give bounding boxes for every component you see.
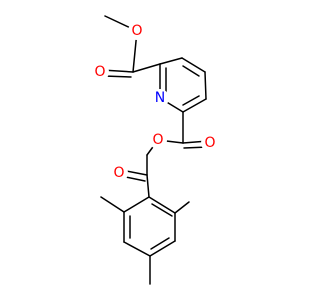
bond-ring-c5-c6-inner [182,95,200,106]
bond-ring-c4-c5 [204,71,207,100]
bond-ring-c2-c3 [159,57,183,65]
atom-o-methoxy: O [128,22,146,40]
bond-carbonyl1-ring [132,63,161,73]
bond-ring-c3-c4 [181,57,206,73]
atom-o-ester2-ether: O [149,131,167,149]
structure-svg: O O N O O O [91,15,219,285]
bond-ring-c3-c4-inner [182,65,200,77]
atom-labels: O O N O O O [91,22,219,182]
atom-o-ester1-carbonyl: O [91,63,109,81]
atom-label-o-methoxy: O [131,23,142,39]
atom-label-o-ester2-ether: O [152,132,163,148]
bond-methyl-ortho-left [100,196,125,213]
atom-o-ester2-carbonyl: O [201,134,219,152]
bond-aryl-c6-c1 [123,196,150,213]
bond-ring-c5-c6 [182,98,207,113]
atom-label-o-ketone: O [113,165,124,181]
bond-methyl-ortho-right [174,201,190,214]
bond-aryl-c3-c4-inner [150,237,170,250]
bond-aryl-c3-c4 [149,240,176,257]
atom-label-o-ester2-carbonyl: O [204,135,215,151]
atom-n-pyridine: N [151,89,169,107]
bond-aryl-c1-c2 [148,196,176,214]
molecule-diagram: O O N O O O [91,15,219,285]
atom-label-n-pyridine: N [155,90,165,106]
bonds [100,15,209,285]
atom-o-ketone: O [110,164,128,182]
bond-aryl-c4-c5 [123,241,151,257]
bond-carbonyl1-double-b [103,75,132,78]
bond-aryl-c1-c2-inner [151,203,173,217]
atom-label-o-ester1-carbonyl: O [94,64,105,80]
bond-ketone-aryl [146,174,150,198]
